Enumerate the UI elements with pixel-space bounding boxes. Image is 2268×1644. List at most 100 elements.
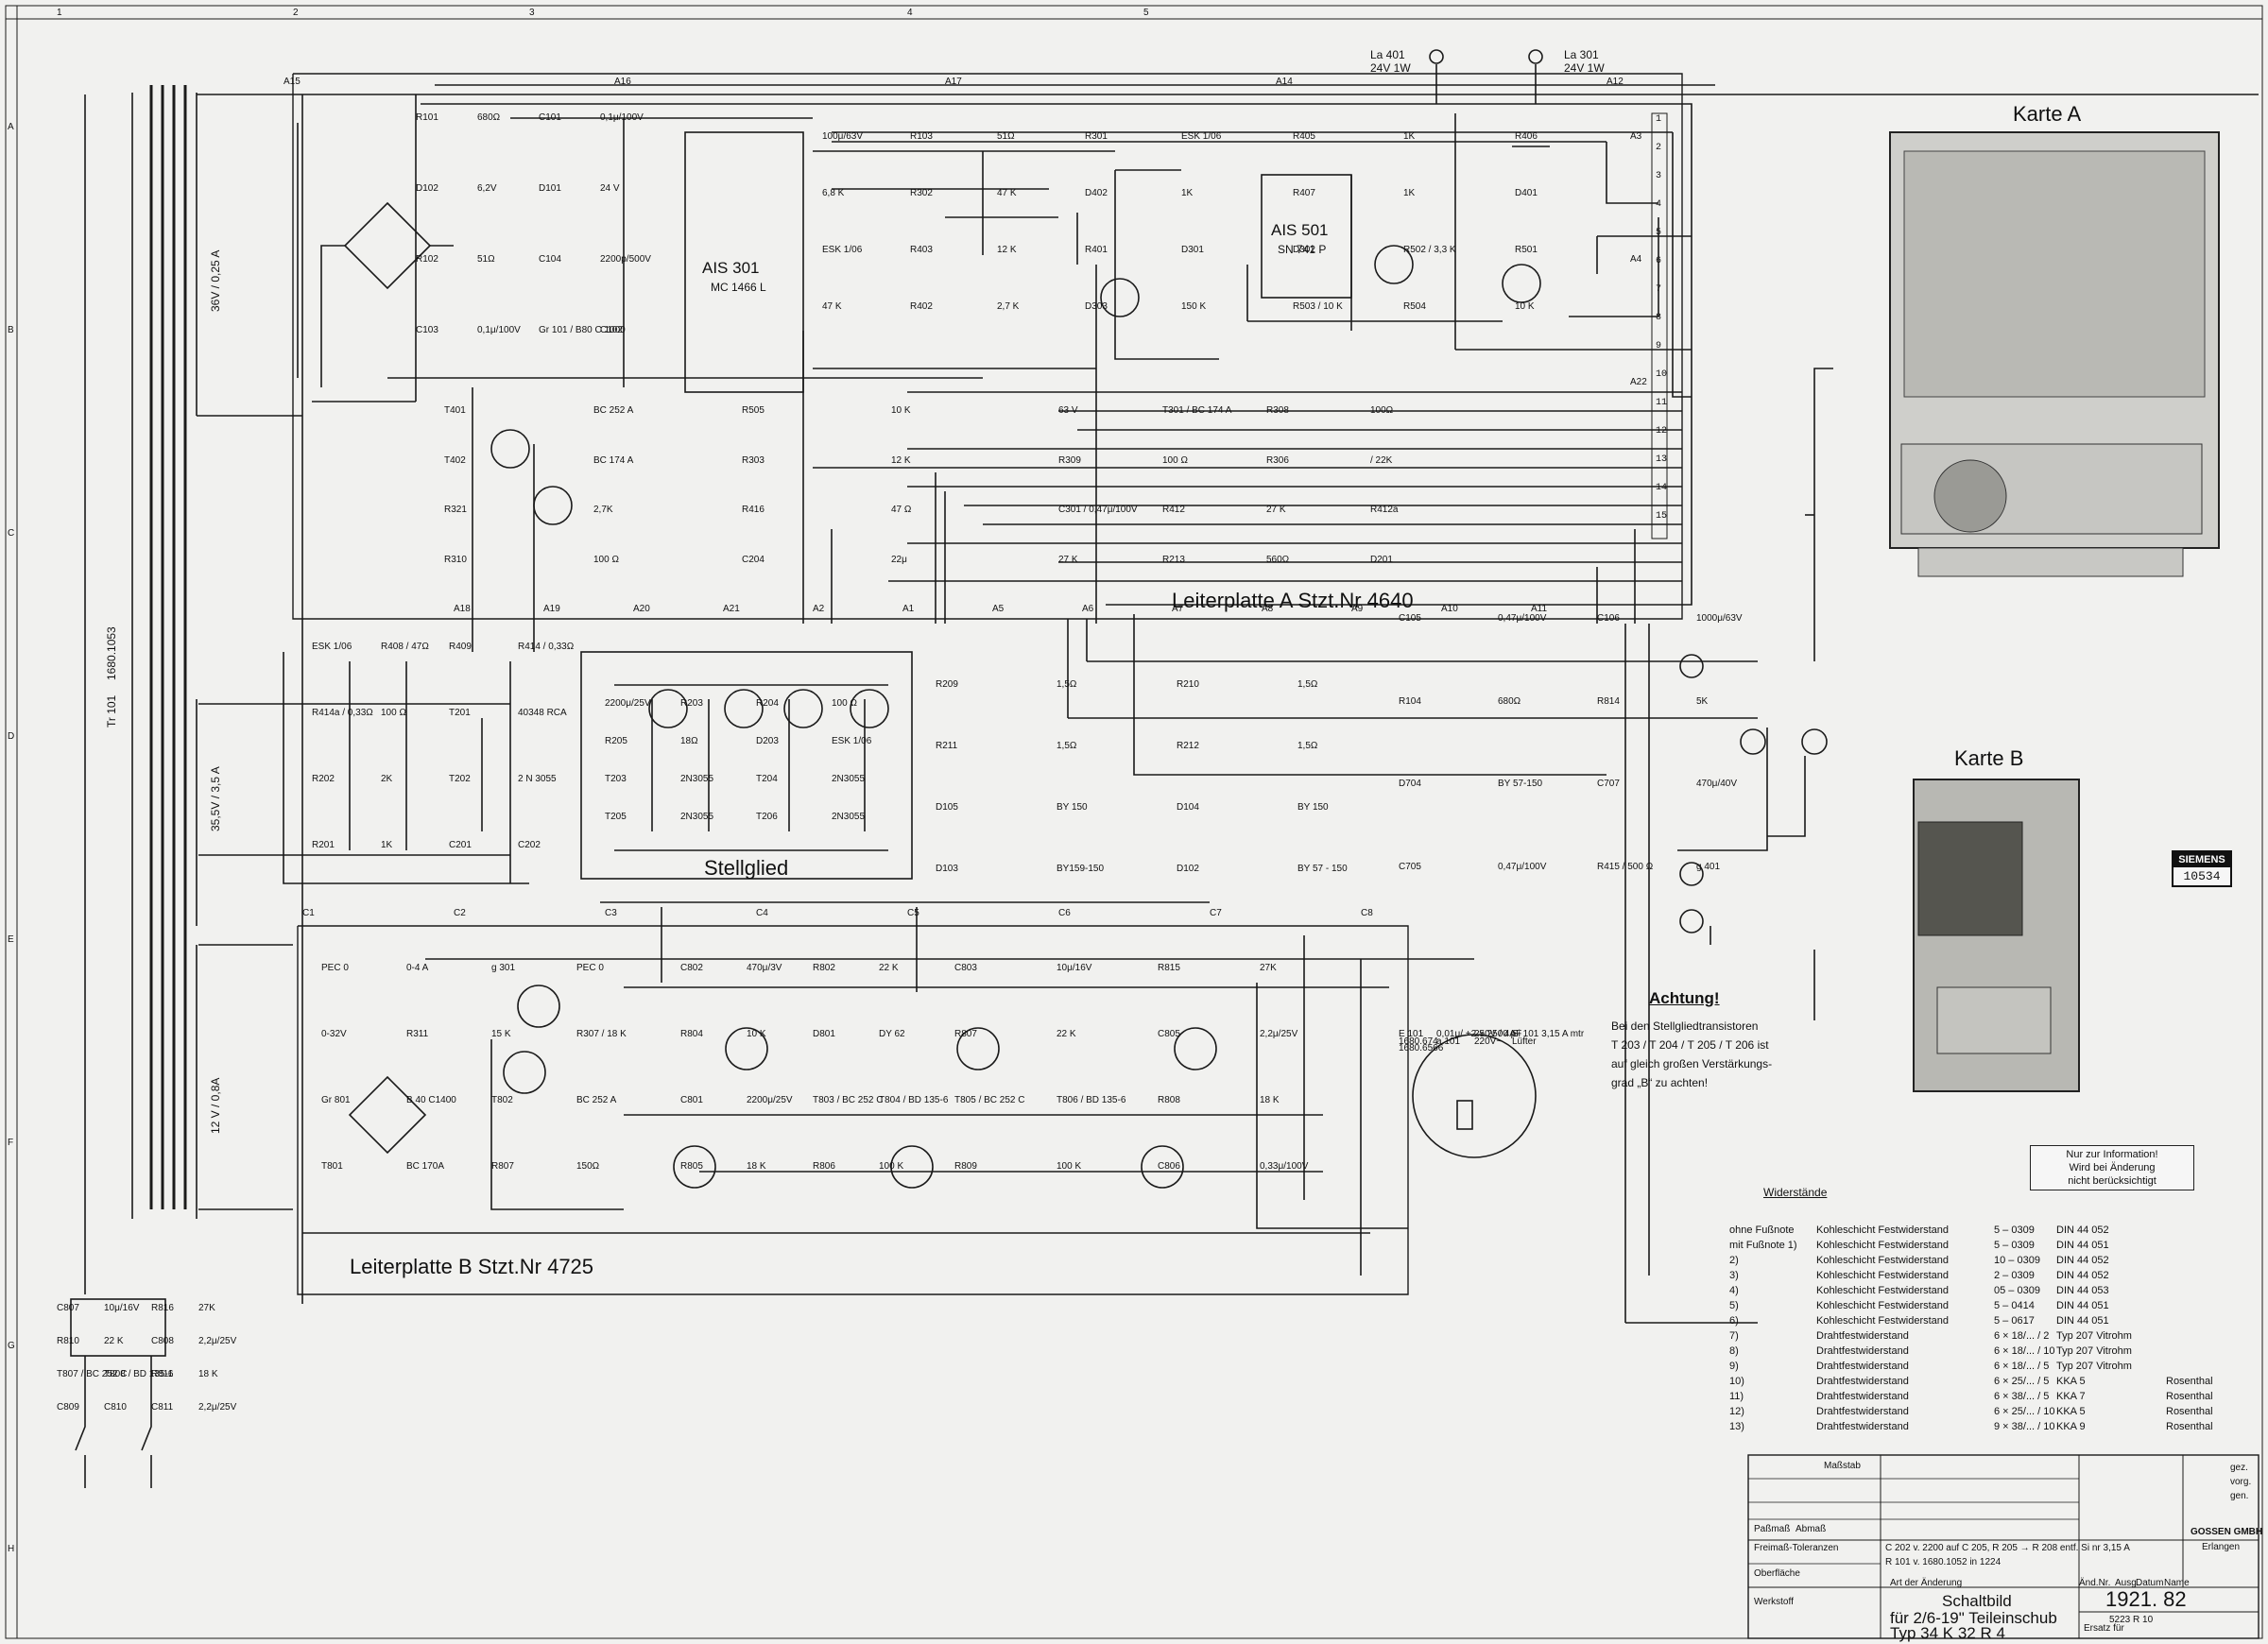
tb-sub-no: 5223 R 10 bbox=[2109, 1615, 2154, 1625]
ic-ais301-ref: AIS 301 bbox=[702, 259, 760, 277]
transformer-ref: Tr 101 bbox=[105, 694, 118, 728]
connector-tag-A22: A22 bbox=[1630, 377, 1647, 387]
grid-col-3: 3 bbox=[529, 8, 535, 18]
siemens-name: SIEMENS bbox=[2174, 852, 2230, 867]
component-label: PEC 0 bbox=[576, 963, 604, 973]
component-label: T301 / BC 174 A bbox=[1162, 405, 1232, 416]
component-label: 0-4 A bbox=[406, 963, 429, 973]
legend-cell: DIN 44 051 bbox=[2056, 1240, 2109, 1251]
board-b-label: Leiterplatte B Stzt.Nr 4725 bbox=[350, 1255, 594, 1278]
connector-pin-6: 6 bbox=[1656, 256, 1662, 266]
component-label: g 401 bbox=[1696, 862, 1721, 872]
legend-cell: 5) bbox=[1729, 1300, 1739, 1311]
component-label: 27K bbox=[1260, 963, 1277, 973]
info-line-1: Nur zur Information! bbox=[2066, 1149, 2158, 1160]
lamp-la301-ref: La 301 bbox=[1564, 48, 1599, 61]
component-label: C105 bbox=[1399, 613, 1421, 624]
component-label: ESK 1/06 bbox=[832, 736, 872, 746]
component-label: 2 N 3055 bbox=[518, 774, 557, 784]
component-label: R321 bbox=[444, 505, 467, 515]
component-label: 2200μ/25V bbox=[747, 1095, 793, 1105]
component-label: 22 K bbox=[104, 1336, 124, 1346]
card-a-title: Karte A bbox=[2013, 102, 2082, 126]
connector-tag-A12: A12 bbox=[1606, 77, 1624, 87]
component-label: BC 170A bbox=[406, 1161, 445, 1172]
connector-tag-C1: C1 bbox=[302, 908, 315, 918]
grid-col-1: 1 bbox=[57, 8, 62, 18]
tb-title-1: Schaltbild bbox=[1942, 1592, 2012, 1610]
component-label: 1K bbox=[1403, 188, 1416, 198]
component-label: DY 62 bbox=[879, 1029, 905, 1039]
tb-label-oberflaeche: Oberfläche bbox=[1754, 1568, 1800, 1579]
connector-pin-9: 9 bbox=[1656, 341, 1662, 351]
component-label: PEC 0 bbox=[321, 963, 349, 973]
legend-cell: 4) bbox=[1729, 1285, 1739, 1296]
component-label: C803 bbox=[954, 963, 977, 973]
component-label: 0,1μ/100V bbox=[600, 112, 644, 123]
component-label: T204 bbox=[756, 774, 778, 784]
connector-tag-A8: A8 bbox=[1262, 604, 1274, 614]
legend-cell: Drahtfestwiderstand bbox=[1816, 1345, 1909, 1357]
component-label: 18 K bbox=[747, 1161, 766, 1172]
component-label: E 101 bbox=[1399, 1029, 1424, 1039]
component-label: R203 bbox=[680, 698, 703, 709]
legend-cell: 12) bbox=[1729, 1406, 1744, 1417]
connector-tag-A6: A6 bbox=[1082, 604, 1094, 614]
connector-tag-A2: A2 bbox=[813, 604, 825, 614]
component-label: 100 K bbox=[1057, 1161, 1082, 1172]
component-label: D102 bbox=[1177, 864, 1199, 874]
component-label: 250V / 4A bbox=[1474, 1029, 1516, 1039]
tb-label-aend-nr: Änd.Nr. bbox=[2079, 1578, 2111, 1588]
component-label: T802 bbox=[491, 1095, 513, 1105]
component-label: C805 bbox=[1158, 1029, 1180, 1039]
ic-ais301-type: MC 1466 L bbox=[711, 281, 766, 294]
connector-tag-A1: A1 bbox=[902, 604, 915, 614]
component-label: 10μ/16V bbox=[1057, 963, 1092, 973]
component-label: R412 bbox=[1162, 505, 1185, 515]
legend-cell: mit Fußnote 1) bbox=[1729, 1240, 1797, 1251]
component-label: R807 bbox=[954, 1029, 977, 1039]
component-label: 27 K bbox=[1058, 555, 1078, 565]
component-label: R201 bbox=[312, 840, 335, 850]
component-label: C808 bbox=[151, 1336, 174, 1346]
component-label: 2N3055 bbox=[680, 774, 714, 784]
component-label: 680Ω bbox=[477, 112, 501, 123]
component-label: T801 bbox=[321, 1161, 343, 1172]
component-label: R814 bbox=[1597, 696, 1620, 707]
tb-drawing-no: 1921. 82 bbox=[2105, 1587, 2187, 1611]
component-label: 63 V bbox=[1058, 405, 1078, 416]
legend-cell: Kohleschicht Festwiderstand bbox=[1816, 1285, 1950, 1296]
legend-cell: Kohleschicht Festwiderstand bbox=[1816, 1315, 1950, 1327]
component-label: R209 bbox=[936, 679, 958, 690]
component-label: D203 bbox=[756, 736, 779, 746]
legend-cell: Drahtfestwiderstand bbox=[1816, 1361, 1909, 1372]
legend-cell: Drahtfestwiderstand bbox=[1816, 1421, 1909, 1432]
component-label: C806 bbox=[1158, 1161, 1180, 1172]
grid-col-5: 5 bbox=[1143, 8, 1149, 18]
legend-cell: 7) bbox=[1729, 1330, 1739, 1342]
component-label: D104 bbox=[1177, 802, 1199, 813]
component-label: 100 Ω bbox=[832, 698, 857, 709]
tb-label-vorg: vorg. bbox=[2230, 1477, 2252, 1487]
grid-col-2: 2 bbox=[293, 8, 299, 18]
component-label: 1680.6566 bbox=[1399, 1043, 1444, 1053]
connector-pin-1: 1 bbox=[1656, 114, 1662, 125]
transformer-part: 1680.1053 bbox=[105, 626, 118, 680]
connector-tag-C4: C4 bbox=[756, 908, 768, 918]
component-label: 100μ/63V bbox=[822, 131, 864, 142]
component-label: R101 bbox=[416, 112, 438, 123]
tb-change-1: C 202 v. 2200 auf C 205, R 205 → R 208 e… bbox=[1885, 1543, 2130, 1553]
legend-cell: 6 × 25/... / 5 bbox=[1994, 1376, 2050, 1387]
component-label: R308 bbox=[1266, 405, 1289, 416]
tb-label-gen: gen. bbox=[2230, 1491, 2249, 1501]
legend-cell: 3) bbox=[1729, 1270, 1739, 1281]
component-label: D704 bbox=[1399, 779, 1421, 789]
component-label: R202 bbox=[312, 774, 335, 784]
component-label: 27 K bbox=[1266, 505, 1286, 515]
component-label: C801 bbox=[680, 1095, 703, 1105]
connector-pin-4: 4 bbox=[1656, 199, 1662, 210]
component-label: 100 Ω bbox=[381, 708, 406, 718]
component-label: BC 252 A bbox=[593, 405, 634, 416]
component-label: R406 bbox=[1515, 131, 1538, 142]
